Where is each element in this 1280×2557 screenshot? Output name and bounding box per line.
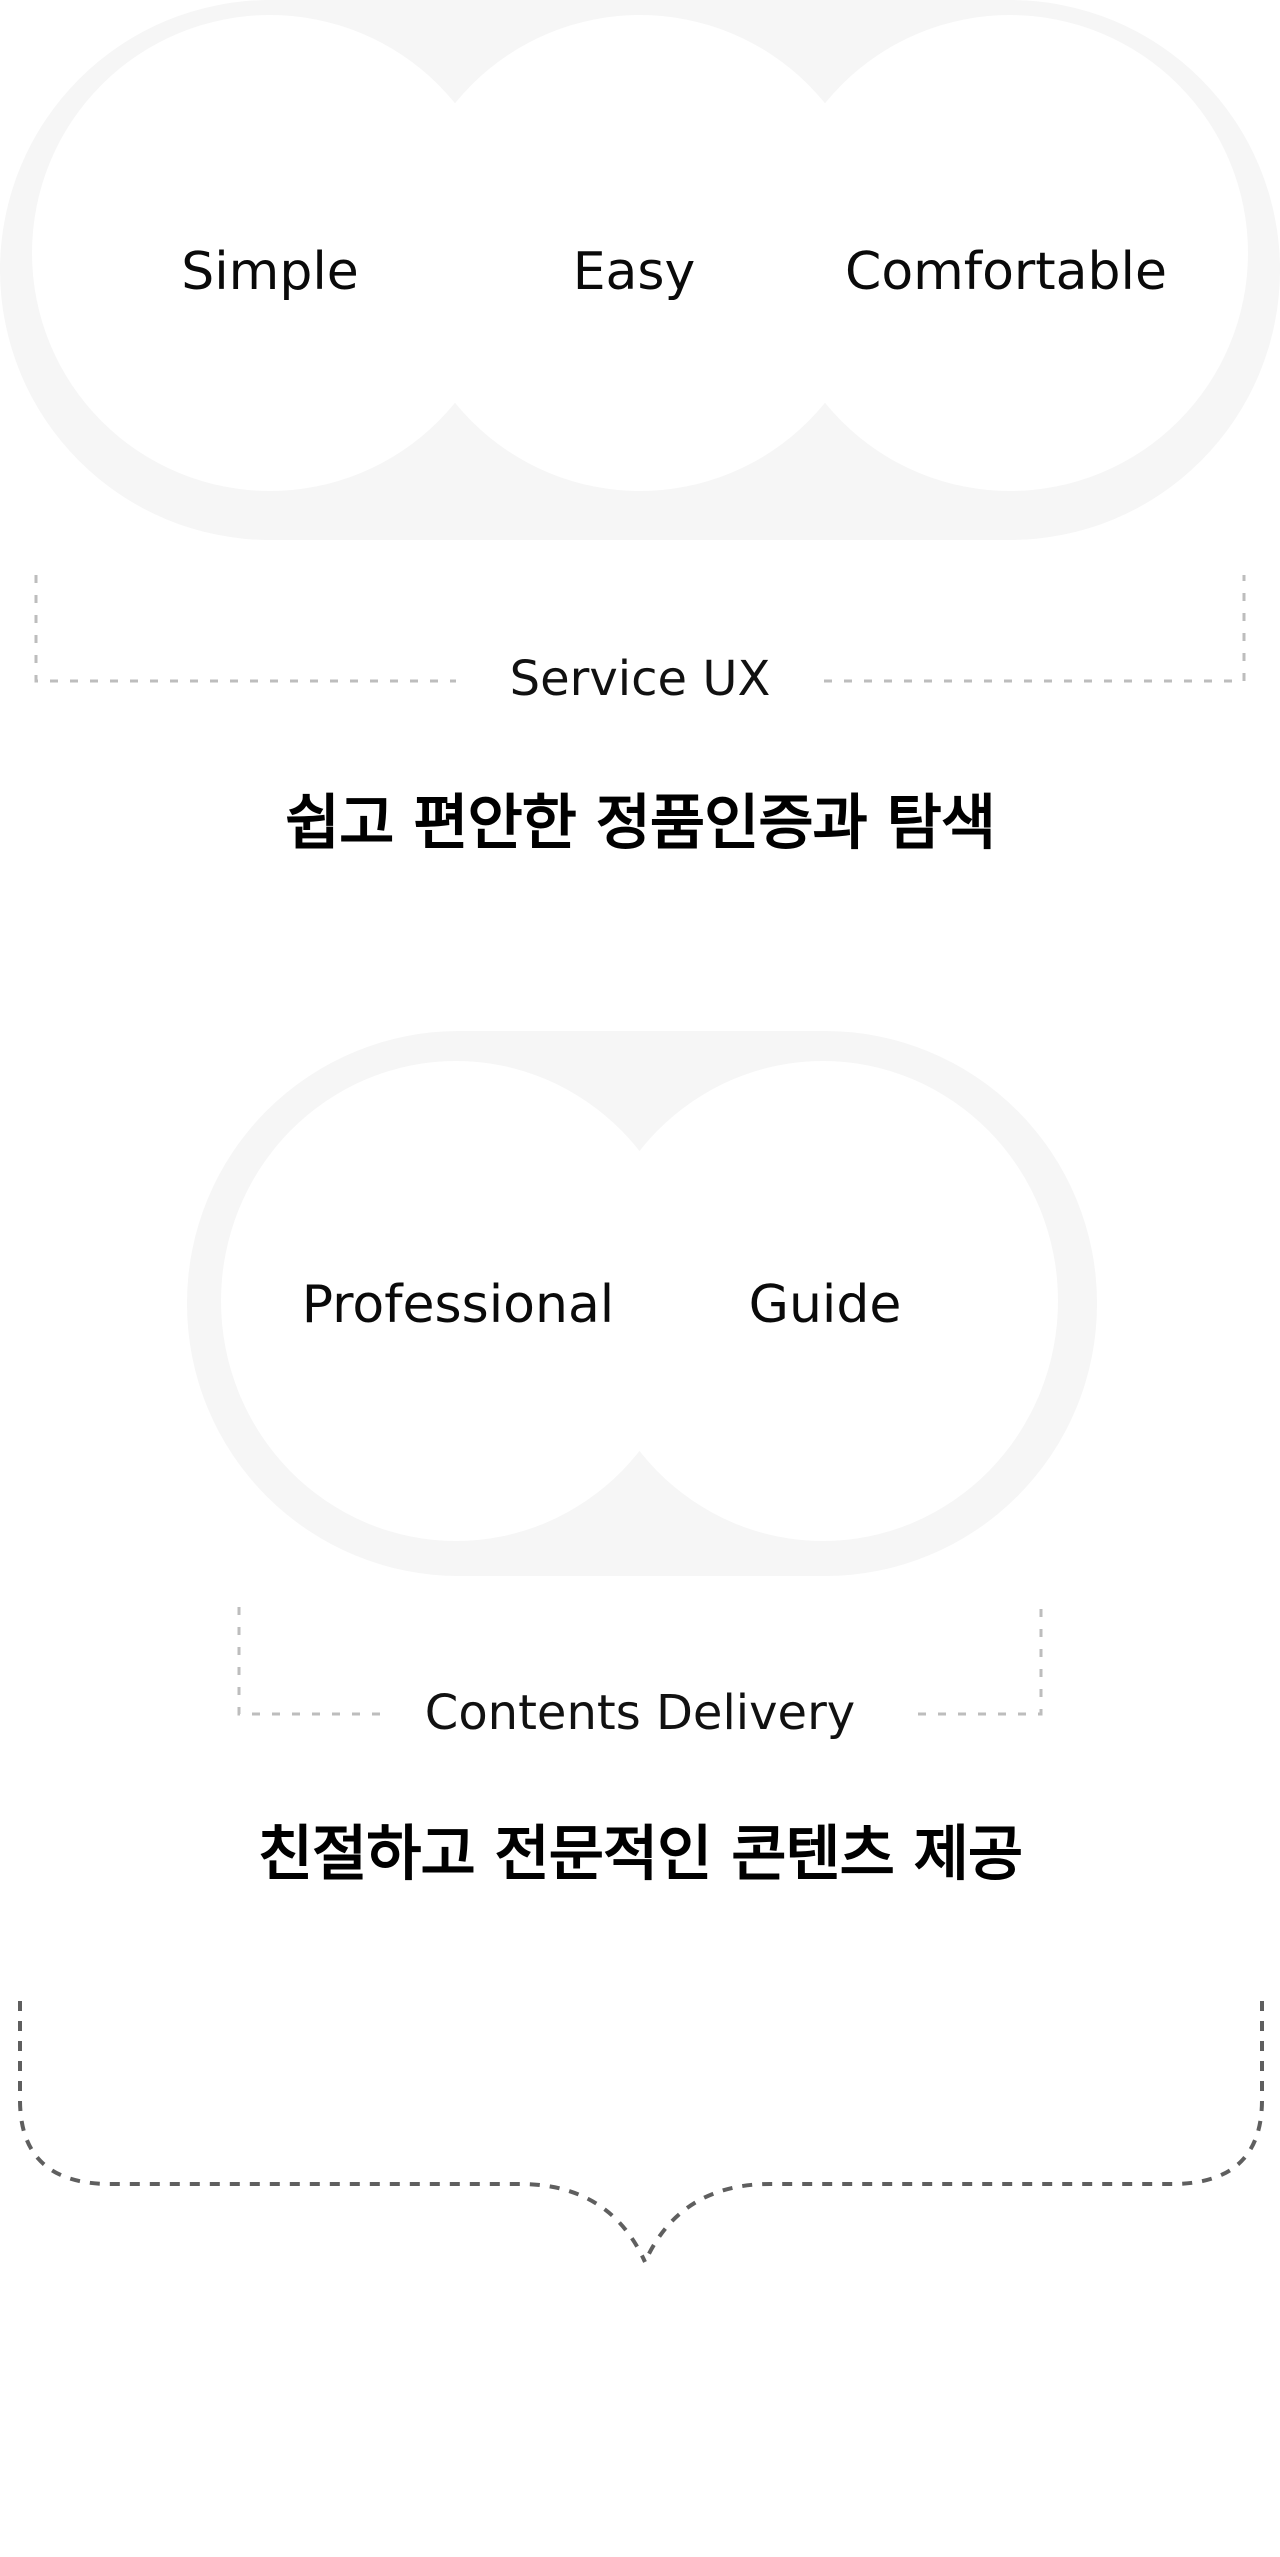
- bracket-right-arm: [918, 1607, 1043, 1716]
- keyword-guide: Guide: [748, 1275, 902, 1335]
- circle-easy: [402, 15, 878, 491]
- circle-comfortable: [772, 15, 1248, 491]
- bracket-left-arm: [34, 575, 456, 683]
- bracket-left-arm: [237, 1607, 380, 1716]
- keyword-easy: Easy: [572, 242, 696, 302]
- category-label-service-ux: Service UX: [481, 651, 799, 707]
- ring-group-service-ux: [0, 0, 1280, 540]
- category-label-contents-delivery: Contents Delivery: [396, 1685, 884, 1741]
- bracket-right-arm: [824, 575, 1246, 683]
- circle-guide: [588, 1061, 1058, 1541]
- keyword-professional: Professional: [301, 1275, 615, 1335]
- bracket-service-ux: [34, 575, 1246, 683]
- brace-right-branch: [643, 2001, 1264, 2263]
- circle-professional: [221, 1061, 691, 1541]
- keyword-simple: Simple: [181, 242, 359, 302]
- circle-simple: [32, 15, 508, 491]
- keyword-comfortable: Comfortable: [845, 242, 1167, 302]
- brace-left-branch: [18, 2001, 647, 2263]
- headline-contents-delivery: 친절하고 전문적인 콘텐츠 제공: [257, 1819, 1023, 1890]
- merge-brace: [18, 2001, 1264, 2550]
- ring-group-contents-delivery: [187, 1031, 1097, 1576]
- bracket-contents-delivery: [237, 1607, 1043, 1716]
- headline-service-ux: 쉽고 편안한 정품인증과 탐색: [284, 788, 996, 859]
